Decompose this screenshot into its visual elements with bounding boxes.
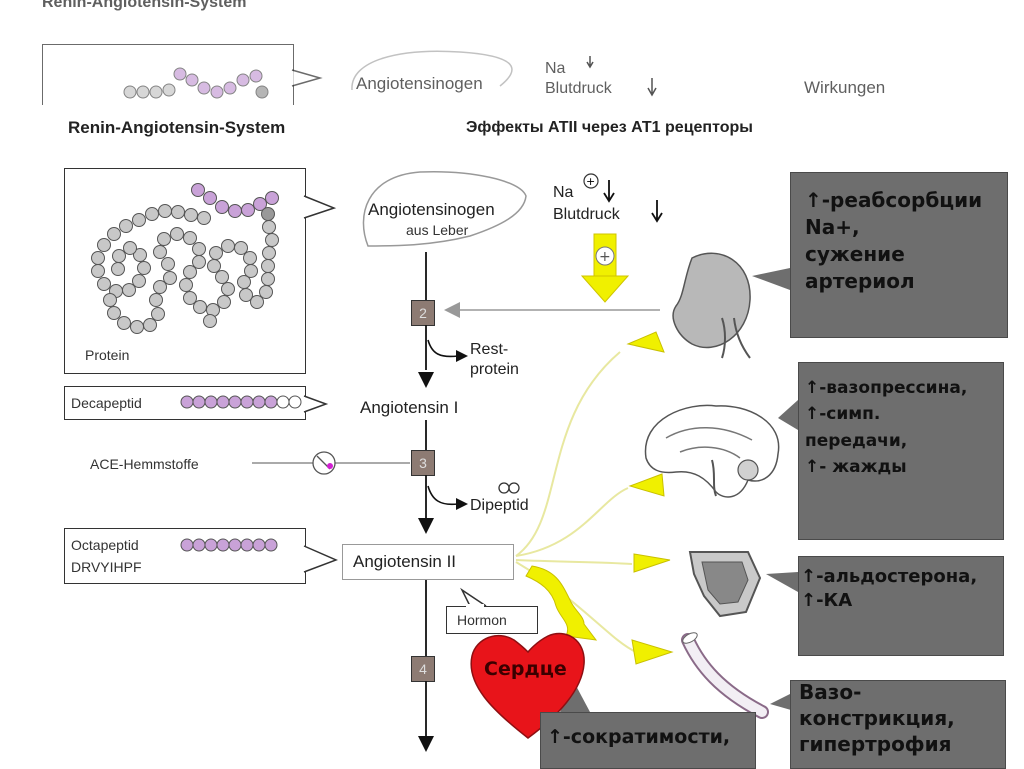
octapeptid-callout-pointer: [303, 545, 338, 573]
protein-coil: [91, 183, 279, 334]
yellow-down-arrow: +: [580, 233, 630, 303]
ghost-na: Na: [545, 60, 566, 77]
drvyihpf-label: DRVYIHPF: [71, 559, 142, 575]
heart-label: Сердце: [484, 658, 567, 680]
decapeptid-label: Decapeptid: [71, 395, 142, 411]
effect-box-adrenal: ↑-альдостерона, ↑-КА: [798, 556, 1004, 656]
vessel-icon: [681, 632, 769, 719]
organ-arrows: [626, 331, 674, 665]
rest-protein-label: Rest- protein: [470, 341, 519, 378]
protein-label: Protein: [85, 347, 130, 363]
octapeptid-beads: [180, 538, 278, 552]
ghost-wirkungen: Wirkungen: [804, 78, 886, 97]
octapeptid-callout: Octapeptid DRVYIHPF: [64, 528, 306, 584]
svg-text:+: +: [586, 175, 595, 188]
ghost-title: Renin-Angiotensin-System: [42, 0, 247, 11]
angiotensinogen-source: aus Leber: [406, 222, 469, 238]
angiotensinogen-name: Angiotensinogen: [368, 200, 495, 219]
step-3-box: 3: [411, 450, 435, 476]
brain-icon: [644, 404, 780, 498]
dipeptid-label: Dipeptid: [470, 497, 529, 514]
step-4-box: 4: [411, 656, 435, 682]
hormon-callout-pointer: [460, 587, 487, 607]
octapeptid-label: Octapeptid: [71, 537, 139, 553]
effect-heart-text: ↑-сократимости,: [547, 726, 731, 748]
effect-box-kidney: ↑-реабсорбции Na+, сужение артериол: [790, 172, 1008, 338]
heart-yellow-arrow: [525, 565, 598, 641]
hormon-callout: Hormon: [446, 606, 538, 634]
effect-box-vessel: Вазо- констрикция, гипертрофия: [790, 680, 1006, 769]
step-2-box: 2: [411, 300, 435, 326]
protein-callout-pointer: [303, 195, 337, 219]
angiotensin-ii-box: Angiotensin II: [342, 544, 514, 580]
adrenal-icon: [688, 551, 762, 618]
ghost-blutdruck: Blutdruck: [545, 80, 612, 97]
effect-vessel-text: Вазо- констрикция, гипертрофия: [799, 680, 955, 756]
blutdruck-label: Blutdruck: [553, 206, 620, 223]
angiotensin-i-label: Angiotensin I: [360, 398, 459, 417]
ghost-angiotensinogen: Angiotensinogen: [356, 74, 483, 93]
liver-outline: [362, 170, 527, 247]
ace-label: ACE-Hemmstoffe: [90, 456, 199, 472]
effect-box-brain: ↑-вазопрессина, ↑-симп. передачи, ↑- жаж…: [798, 362, 1004, 540]
heart-icon: [470, 632, 585, 739]
na-label: Na: [553, 184, 574, 201]
kidney-icon: [672, 252, 751, 359]
title-right: Эффекты АТII через АТ1 рецепторы: [466, 119, 753, 136]
svg-text:+: +: [599, 249, 611, 265]
decapeptid-beads: [180, 395, 302, 409]
decapeptid-callout-pointer: [303, 395, 329, 413]
title-left: Renin-Angiotensin-System: [68, 118, 286, 137]
ghost-protein-chain: [123, 50, 657, 99]
hormon-label: Hormon: [457, 612, 507, 628]
angiotensin-ii-label: Angiotensin II: [353, 552, 457, 571]
effect-box-heart: ↑-сократимости,: [540, 712, 756, 769]
